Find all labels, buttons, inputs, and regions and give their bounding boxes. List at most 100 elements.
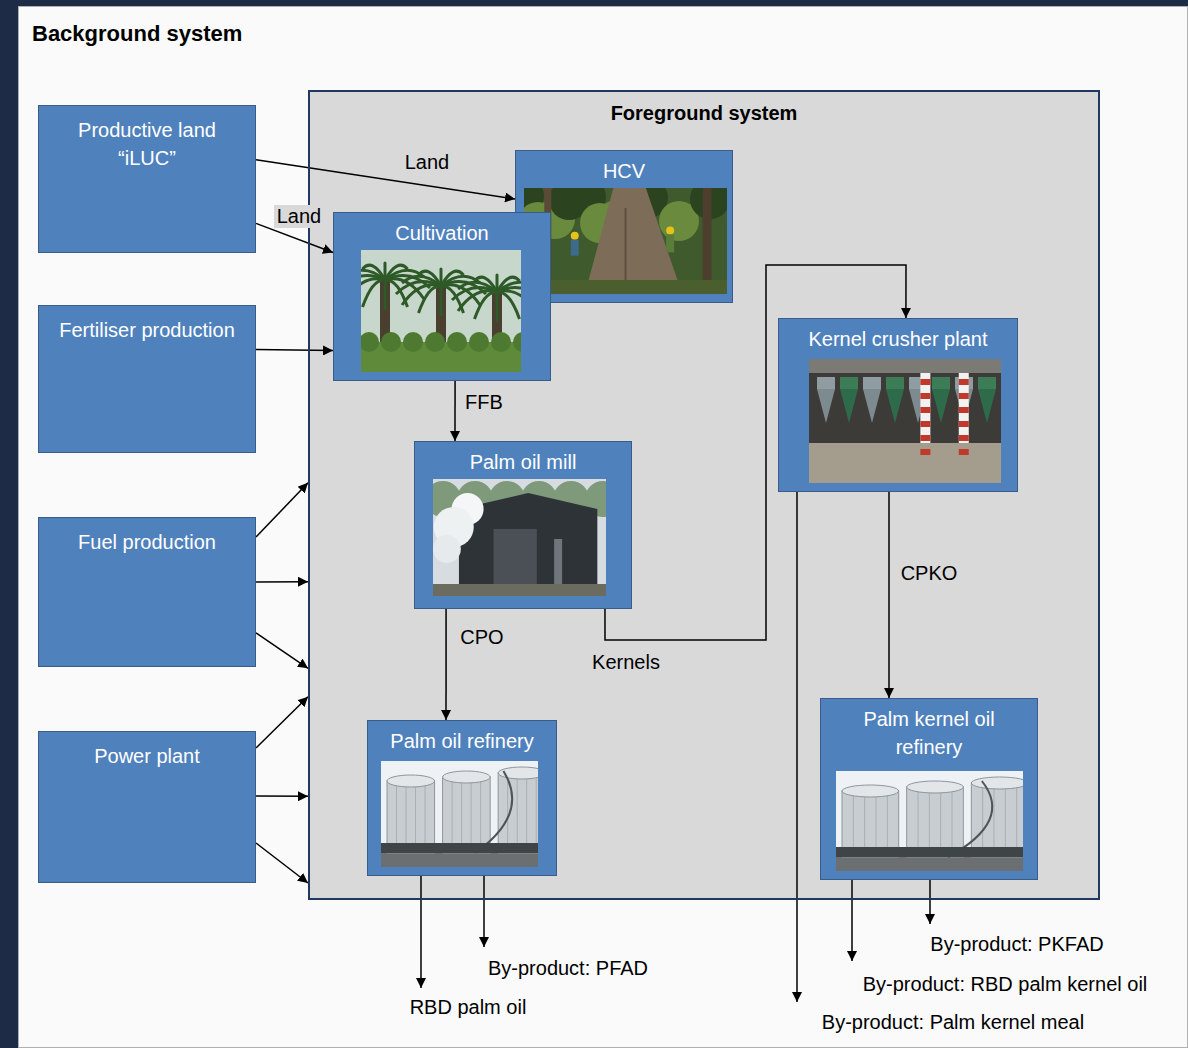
edge-label-patch: Land	[274, 205, 325, 228]
flow-arrow	[256, 349, 333, 350]
photo-part	[929, 787, 930, 857]
photo-mill	[433, 479, 606, 596]
edge-label-patch: CPKO	[898, 562, 961, 585]
photo-part	[496, 292, 499, 322]
photo-part	[517, 773, 518, 853]
boundary-ground	[18, 6, 1188, 1048]
photo-part	[978, 389, 996, 423]
photo-part	[920, 421, 930, 427]
photo-part	[361, 250, 521, 372]
output-label: By-product: PFAD	[488, 957, 648, 980]
photo-part	[982, 783, 983, 857]
photo-part	[703, 188, 712, 294]
photo-part	[381, 332, 401, 352]
photo-part	[361, 279, 385, 299]
photo-part	[440, 286, 443, 316]
flow-label: Land	[405, 151, 450, 174]
flow-label: CPKO	[901, 562, 958, 585]
photo-part	[959, 379, 969, 385]
flow-label: FFB	[465, 391, 503, 414]
photo-part	[959, 393, 969, 399]
photo-part	[1005, 783, 1006, 857]
photo-part	[920, 407, 930, 413]
node-title: Palm oil refinery	[368, 721, 556, 755]
edge-label-patch: CPO	[457, 626, 506, 649]
node-title: Palm oil mill	[415, 442, 631, 476]
input-box: Fuel production	[38, 517, 256, 667]
photo-tanks	[836, 771, 1023, 871]
photo-part	[959, 407, 969, 413]
photo-part	[526, 773, 527, 853]
photo-part	[419, 286, 442, 313]
flow-arrow	[888, 492, 890, 698]
photo-part	[387, 781, 435, 853]
node-title: Cultivation	[334, 213, 550, 247]
output-label: RBD palm oil	[410, 996, 527, 1019]
photo-part	[403, 332, 423, 352]
flow-arrow	[256, 160, 515, 199]
photo-part	[475, 292, 498, 319]
input-box: Power plant	[38, 731, 256, 883]
process-box: Palm kernel oil refinery	[820, 698, 1038, 880]
output-label-holder: By-product: RBD palm kernel oil	[863, 973, 1148, 996]
output-arrow	[796, 490, 798, 1002]
photo-part	[809, 443, 1001, 483]
flow-arrow	[256, 483, 308, 537]
flow-arrow	[256, 795, 308, 797]
photo-part	[384, 280, 387, 310]
output-arrow	[851, 880, 853, 961]
photo-part	[918, 787, 919, 857]
flow-arrow	[256, 633, 308, 668]
node-title: Foreground system	[611, 102, 798, 125]
edge-layer	[256, 160, 906, 883]
node-title: Fertiliser production	[39, 306, 255, 344]
photo-part	[959, 449, 969, 455]
flow-label: CPO	[460, 626, 503, 649]
flow-arrow	[256, 843, 308, 883]
photo-part	[948, 781, 992, 857]
edge-label-patch: Land	[402, 151, 453, 174]
photo-forest	[524, 188, 727, 294]
photo-part	[443, 777, 491, 853]
photo-part	[396, 781, 397, 853]
photo-part	[920, 379, 930, 385]
photo-part	[491, 332, 511, 352]
output-label-holder: By-product: Palm kernel meal	[822, 1011, 1084, 1034]
photo-part	[419, 271, 442, 286]
photo-part	[971, 777, 1023, 789]
flow-arrow	[256, 697, 308, 748]
photo-part	[863, 389, 881, 423]
photo-part	[971, 783, 1023, 857]
photo-part	[842, 785, 899, 797]
edge-label-patch: FFB	[462, 391, 506, 414]
output-label: By-product: PKFAD	[930, 933, 1103, 956]
process-box: Kernel crusher plant	[778, 318, 1018, 492]
photo-part	[524, 280, 727, 294]
photo-part	[666, 226, 674, 234]
photo-part	[433, 479, 606, 596]
input-box: Productive land “iLUC”	[38, 105, 256, 253]
node-title: Background system	[32, 21, 242, 47]
photo-part	[940, 787, 941, 857]
photo-part	[475, 771, 512, 853]
photo-part	[932, 377, 950, 389]
photo-part	[507, 773, 508, 853]
photo-part	[363, 280, 386, 307]
photo-part	[497, 291, 521, 311]
system-boundary: HCVCultivationPalm oil millKernel crushe…	[308, 90, 1100, 900]
photo-part	[571, 240, 579, 256]
photo-part	[536, 773, 537, 853]
photo-part	[475, 277, 498, 292]
photo-part	[978, 377, 996, 389]
photo-part	[932, 389, 950, 423]
photo-part	[585, 188, 682, 294]
photo-part	[443, 771, 491, 783]
photo-part	[886, 377, 904, 389]
output-arrow	[929, 880, 931, 924]
system-boundary: Productive land “iLUC” Fertiliser product…	[18, 6, 1188, 1048]
photo-part	[920, 449, 930, 455]
photo-part	[387, 775, 435, 787]
process-box: Palm oil mill	[414, 441, 632, 609]
node-title: Fuel production	[39, 518, 255, 556]
